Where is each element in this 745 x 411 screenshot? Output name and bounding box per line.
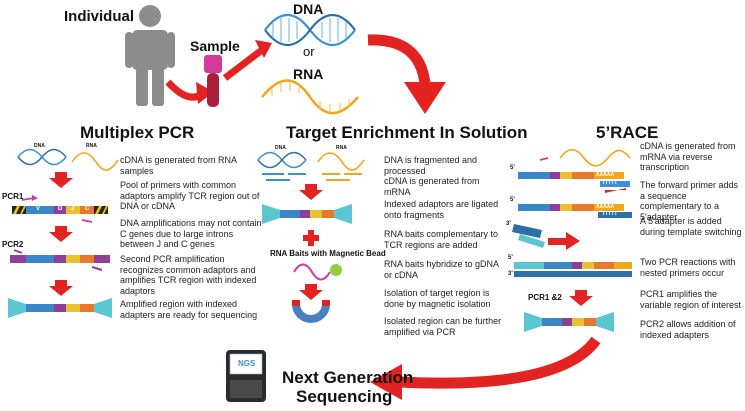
race-polya-2: AAAAA [596, 204, 615, 210]
multiplex-step-3: DNA amplifications may not contain C gen… [120, 218, 262, 250]
race-polya-1: AAAAA [596, 172, 615, 178]
race-polyt-1: TTTTT [602, 180, 618, 186]
individual-label: Individual [64, 8, 135, 25]
race-step-6: PCR2 allows addition of indexed adapters [640, 319, 736, 340]
segment-d-label: D [58, 206, 63, 212]
multiplex-step-1: cDNA is generated from RNA samples [120, 155, 237, 176]
multiplex-step-5: Amplified region with indexed adapters a… [120, 299, 258, 320]
race-step-3: A 5'adapter is added during template swi… [640, 216, 742, 237]
dna-label: DNA [293, 1, 324, 17]
ngs-title-line1: Next Generation [282, 368, 414, 387]
enrichment-step-7: Isolated region can be further amplified… [384, 316, 502, 337]
ngs-screen-text: NGS [238, 359, 256, 368]
sample-label: Sample [190, 38, 240, 54]
sequencer-icon [226, 350, 266, 402]
arrow-sample-to-dna [222, 47, 265, 81]
enrichment-dna-tag: DNA [275, 145, 286, 151]
race-step-1: cDNA is generated from mRNA via reverse … [640, 141, 736, 173]
pcr1-label: PCR1 [2, 192, 24, 201]
person-icon [125, 5, 175, 106]
segment-j-label: J [71, 206, 75, 212]
segment-v-label: V [36, 206, 41, 212]
rna-strand-icon [261, 79, 359, 115]
race-polyt-2: TTTTT [602, 211, 618, 217]
ngs-title-line2: Sequencing [296, 387, 393, 406]
multiplex-step-4: Second PCR amplification recognizes comm… [120, 254, 257, 296]
pcr12-label: PCR1 &2 [528, 293, 562, 302]
race-artwork [512, 148, 632, 332]
enrichment-step-4: RNA baits complementary to TCR regions a… [384, 229, 499, 250]
rna-label: RNA [293, 66, 324, 82]
race-title: 5’RACE [596, 123, 659, 142]
enrichment-step-2: cDNA is generated from mRNA [384, 176, 480, 197]
enrichment-step-1: DNA is fragmented and processed [384, 155, 478, 176]
multiplex-title: Multiplex PCR [80, 123, 195, 142]
enrichment-step-5: RNA baits hybridize to gDNA or cDNA [384, 259, 499, 280]
arrow-methods-to-ngs [399, 336, 601, 389]
segment-c-label: C [85, 206, 90, 212]
enrichment-artwork [257, 151, 365, 323]
enrichment-title: Target Enrichment In Solution [286, 123, 528, 142]
enrichment-rna-tag: RNA [336, 145, 347, 151]
arrow-dna-to-methods [367, 34, 431, 85]
race-step-4: Two PCR reactions with nested primers oc… [640, 257, 736, 278]
race-5prime-3: 5' [508, 255, 513, 261]
multiplex-artwork [8, 148, 119, 318]
race-5prime-2: 5' [510, 197, 515, 203]
multiplex-dna-tag: DNA [34, 143, 45, 149]
multiplex-step-2: Pool of primers with common adaptors amp… [120, 180, 260, 212]
sample-tube-icon [204, 55, 222, 107]
enrichment-step-3: Indexed adaptors are ligated onto fragme… [384, 199, 499, 220]
bead-label: RNA Baits with Magnetic Bead [270, 249, 386, 258]
enrichment-step-6: Isolation of target region is done by ma… [384, 288, 491, 309]
arrow-head [196, 82, 214, 104]
race-step-2: The forward primer adds a sequence compl… [640, 180, 739, 222]
race-3prime-1: 3' [506, 221, 511, 227]
race-3prime-2: 3' [508, 271, 513, 277]
pcr2-label: PCR2 [2, 240, 24, 249]
or-label: or [303, 44, 315, 59]
race-step-5: PCR1 amplifies the variable region of in… [640, 289, 742, 310]
multiplex-rna-tag: RNA [86, 143, 97, 149]
dna-helix-icon [264, 14, 356, 46]
race-5prime-1: 5' [510, 165, 515, 171]
